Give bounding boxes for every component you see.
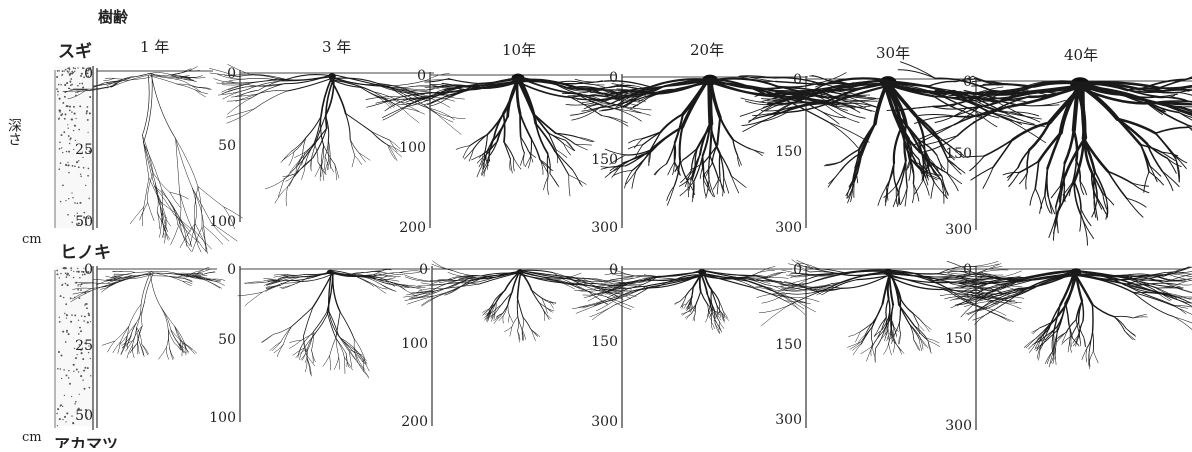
depth-tick-label: 50 xyxy=(218,138,236,154)
unit-label-row1: cm xyxy=(22,232,42,247)
depth-tick-label: 0 xyxy=(793,72,802,88)
root-system xyxy=(210,64,466,205)
depth-tick-label: 0 xyxy=(227,262,236,278)
depth-tick-label: 100 xyxy=(209,410,236,426)
panel-hinoki-0: 0 25 50 xyxy=(71,262,225,428)
age-label-3: 3 年 xyxy=(322,38,351,56)
depth-tick-label: 100 xyxy=(209,214,236,230)
depth-tick-label: 50 xyxy=(218,332,236,348)
depth-tick-label: 300 xyxy=(945,222,972,238)
age-label-20: 20年 xyxy=(690,41,724,59)
age-label-40: 40年 xyxy=(1064,46,1098,64)
depth-tick-label: 150 xyxy=(945,331,972,347)
root-system xyxy=(366,74,651,197)
tree-age-label: 樹齢 xyxy=(98,8,129,26)
depth-tick-label: 150 xyxy=(945,146,972,162)
depth-tick-label: 25 xyxy=(75,142,93,158)
depth-tick-label: 0 xyxy=(609,262,618,278)
panel-sugi-3: 0 150 300 xyxy=(562,70,879,236)
depth-tick-label: 150 xyxy=(775,144,802,160)
depth-tick-label: 50 xyxy=(75,214,93,230)
root-system xyxy=(71,267,225,360)
species-label-hinoki: ヒノキ xyxy=(60,243,111,263)
depth-tick-label: 150 xyxy=(775,337,802,353)
depth-tick-label: 0 xyxy=(84,262,93,278)
depth-tick-label: 300 xyxy=(591,220,618,236)
depth-tick-label: 300 xyxy=(945,418,972,434)
depth-tick-label: 300 xyxy=(775,412,802,428)
depth-tick-label: 300 xyxy=(591,414,618,430)
depth-tick-label: 0 xyxy=(963,262,972,278)
age-label-1: 1 年 xyxy=(140,38,169,56)
depth-tick-label: 200 xyxy=(401,414,428,430)
root-system xyxy=(238,269,425,378)
unit-label-row2: cm xyxy=(22,430,42,445)
depth-tick-label: 0 xyxy=(417,68,426,84)
age-label-30: 30年 xyxy=(876,44,910,62)
panel-hinoki-1: 0 50 100 xyxy=(209,262,430,426)
depth-tick-label: 0 xyxy=(84,66,93,82)
age-label-10: 10年 xyxy=(502,41,536,59)
depth-tick-label: 150 xyxy=(591,334,618,350)
depth-tick-label: 100 xyxy=(401,336,428,352)
depth-tick-label: 0 xyxy=(227,66,236,82)
depth-tick-label: 300 xyxy=(775,220,802,236)
species-label-sugi: スギ xyxy=(58,42,92,62)
depth-tick-label: 200 xyxy=(399,220,426,236)
species-label-akamatsu-partial: アカマツ xyxy=(54,435,118,448)
depth-tick-label: 100 xyxy=(399,140,426,156)
depth-label: 深さ xyxy=(6,118,22,146)
panel-hinoki-5: 0 150 300 xyxy=(940,261,1192,434)
depth-tick-label: 0 xyxy=(419,262,428,278)
panel-sugi-1: 0 50 100 xyxy=(209,64,465,230)
depth-tick-label: 150 xyxy=(591,152,618,168)
depth-tick-label: 50 xyxy=(75,408,93,424)
depth-tick-label: 25 xyxy=(75,338,93,354)
